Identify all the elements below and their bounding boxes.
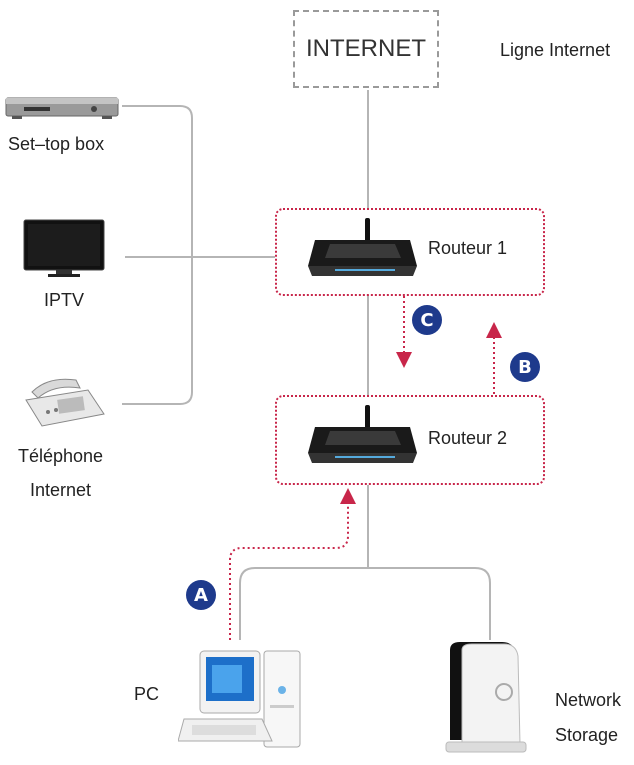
router-2-label: Routeur 2 — [428, 428, 508, 448]
phone-label-line1: Téléphone — [18, 446, 104, 466]
badge-b: B — [510, 352, 540, 382]
router-1-label: Routeur 1 — [428, 238, 508, 258]
iptv-label: IPTV — [44, 290, 85, 310]
router-2-box — [275, 395, 545, 485]
settop-box-icon — [5, 97, 119, 119]
settop-box-label: Set–top box — [8, 134, 105, 154]
phone-icon — [25, 378, 105, 427]
router-1-icon — [308, 218, 417, 276]
storage-label-line1: Network — [555, 690, 622, 710]
router-2-icon — [308, 405, 417, 463]
left-device-bus — [122, 105, 193, 405]
pc-icon — [178, 650, 301, 748]
storage-label-line2: Storage — [555, 725, 619, 745]
pc-label: PC — [134, 684, 160, 704]
lan-branch — [239, 567, 491, 640]
internet-label: INTERNET — [306, 35, 426, 62]
internet-box: INTERNET — [293, 10, 439, 88]
tv-icon — [23, 219, 105, 277]
internet-line-label: Ligne Internet — [500, 40, 611, 60]
network-storage-icon — [445, 642, 527, 753]
badge-a: A — [186, 580, 216, 610]
path-a-arrow — [229, 488, 356, 640]
router-1-box — [275, 208, 545, 296]
badge-c: C — [412, 305, 442, 335]
phone-label-line2: Internet — [30, 480, 92, 500]
